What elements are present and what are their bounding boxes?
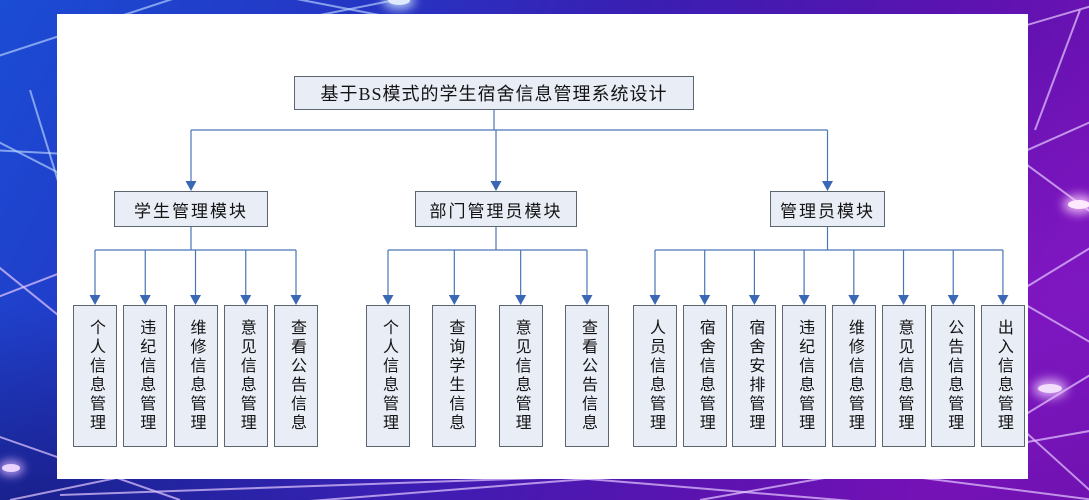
- leaf-label: 个人信息管理: [380, 319, 397, 433]
- leaf-label: 意见信息管理: [512, 319, 530, 433]
- glow-dot: [1038, 384, 1062, 393]
- leaf-row: 个人信息管理 查询学生信息 意见信息管理 查看公告信息: [366, 305, 609, 447]
- module-node-admin: 管理员模块: [770, 191, 885, 227]
- leaf-node: 个人信息管理: [73, 305, 117, 447]
- glow-dot: [1068, 200, 1089, 209]
- glow-dot: [2, 464, 20, 472]
- leaf-label: 意见信息管理: [237, 319, 255, 433]
- diagram-panel: 基于BS模式的学生宿舍信息管理系统设计 学生管理模块 个人信息管理 违纪信息管理…: [57, 14, 1028, 479]
- leaf-node: 公告信息管理: [931, 305, 976, 447]
- leaf-row: 个人信息管理 违纪信息管理 维修信息管理 意见信息管理: [73, 305, 318, 447]
- leaf-node: 意见信息管理: [498, 305, 543, 447]
- leaf-node: 意见信息管理: [881, 305, 926, 447]
- leaf-label: 维修信息管理: [187, 319, 205, 433]
- leaf-label: 维修信息管理: [845, 319, 863, 433]
- leaf-label: 违纪信息管理: [796, 319, 814, 433]
- leaf-node: 宿舍信息管理: [682, 305, 727, 447]
- leaf-node: 出入信息管理: [980, 305, 1025, 447]
- leaf-node: 违纪信息管理: [782, 305, 827, 447]
- leaf-label: 出入信息管理: [994, 319, 1012, 433]
- leaf-node: 违纪信息管理: [123, 305, 168, 447]
- leaf-node: 维修信息管理: [173, 305, 218, 447]
- leaf-node: 宿舍安排管理: [732, 305, 777, 447]
- module-node-department-admin: 部门管理员模块: [415, 191, 577, 227]
- leaf-label: 人员信息管理: [647, 319, 664, 433]
- leaf-node: 维修信息管理: [831, 305, 876, 447]
- module-node-student-management: 学生管理模块: [114, 191, 268, 227]
- leaf-label: 宿舍信息管理: [696, 319, 714, 433]
- leaf-node: 人员信息管理: [633, 305, 677, 447]
- leaf-label: 个人信息管理: [87, 319, 104, 433]
- leaf-label: 宿舍安排管理: [746, 319, 764, 433]
- leaf-row: 人员信息管理 宿舍信息管理 宿舍安排管理 违纪信息管理: [633, 305, 1025, 447]
- glow-dot: [388, 0, 410, 5]
- leaf-node: 查看公告信息: [274, 305, 318, 447]
- leaf-label: 违纪信息管理: [137, 319, 155, 433]
- leaf-label: 查看公告信息: [578, 319, 596, 433]
- leaf-label: 查看公告信息: [288, 319, 305, 433]
- leaf-node: 查看公告信息: [564, 305, 609, 447]
- leaf-label: 公告信息管理: [945, 319, 963, 433]
- leaf-label: 查询学生信息: [446, 319, 464, 433]
- leaf-node: 意见信息管理: [223, 305, 268, 447]
- leaf-node: 个人信息管理: [366, 305, 410, 447]
- root-node-system-title: 基于BS模式的学生宿舍信息管理系统设计: [294, 76, 694, 110]
- leaf-node: 查询学生信息: [432, 305, 477, 447]
- leaf-label: 意见信息管理: [895, 319, 913, 433]
